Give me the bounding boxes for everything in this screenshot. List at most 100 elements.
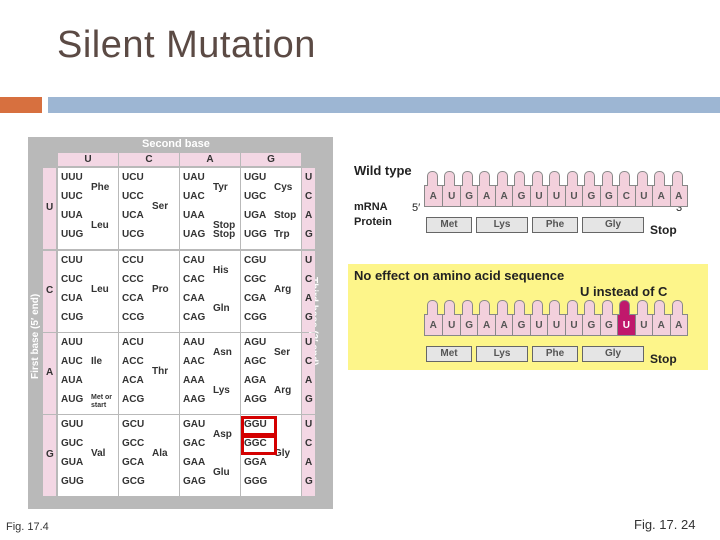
codon-uca: UCA: [122, 210, 144, 221]
codon-auc: AUC: [61, 356, 83, 367]
amino-acid-stop: Stop: [213, 219, 236, 231]
nucleotide-u: U: [442, 315, 459, 335]
protein-label: Protein: [354, 216, 392, 228]
amino-acid-gln: Gln: [213, 302, 230, 314]
amino-acid-trp: Trp: [274, 229, 290, 240]
nucleotide-tooth: [514, 300, 526, 315]
codon-ggc: GGC: [244, 438, 267, 449]
third-base-c: C: [305, 191, 313, 202]
codon-cell: [180, 251, 240, 332]
codon-cau: CAU: [183, 255, 205, 266]
second-base-label: Second base: [142, 138, 210, 150]
first-base-cell: [43, 168, 56, 249]
third-base-a: A: [305, 457, 313, 468]
nucleotide-tooth: [566, 171, 578, 186]
amino-acid-leu: Leu: [91, 219, 109, 231]
mutant-heading: No effect on amino acid sequence: [354, 268, 565, 283]
nucleotide-u: U: [634, 186, 652, 206]
accent-bar-orange: [0, 97, 42, 113]
codon-cell: [119, 415, 179, 496]
third-base-g: G: [305, 394, 313, 405]
codon-ugu: UGU: [244, 172, 267, 183]
codon-agg: AGG: [244, 394, 267, 405]
codon-aug: AUG: [61, 394, 84, 405]
nucleotide-a: A: [652, 186, 669, 206]
nucleotide-u: U: [547, 186, 564, 206]
codon-gag: GAG: [183, 476, 206, 487]
nucleotide-a: A: [494, 186, 512, 206]
amino-acid-ile: Ile: [91, 356, 103, 367]
nucleotide-u: U: [564, 186, 582, 206]
codon-guc: GUC: [61, 438, 84, 449]
codon-cgc: CGC: [244, 274, 267, 285]
nucleotide-tooth: [671, 171, 683, 186]
nucleotide-g: G: [599, 315, 617, 335]
codon-cga: CGA: [244, 293, 267, 304]
third-base-u: U: [305, 337, 313, 348]
codon-ucc: UCC: [122, 191, 144, 202]
stop-label: Stop: [650, 223, 677, 237]
nucleotide-a: A: [477, 186, 494, 206]
amino-acid-glu: Glu: [213, 466, 230, 478]
nucleotide-tooth: [636, 171, 648, 186]
codon-uuc: UUC: [61, 191, 83, 202]
amino-acid-lys: Lys: [213, 384, 230, 396]
amino-acid-his: His: [213, 264, 229, 276]
codon-cgu: CGU: [244, 255, 267, 266]
third-base-c: C: [305, 356, 313, 367]
nucleotide-a: A: [494, 315, 512, 335]
amino-acid-cys: Cys: [274, 181, 293, 193]
first-base-cell: [43, 415, 56, 496]
nucleotide-g: G: [582, 315, 599, 335]
nucleotide-tooth: [549, 171, 561, 186]
codon-agu: AGU: [244, 337, 267, 348]
codon-agc: AGC: [244, 356, 267, 367]
nucleotide-a: A: [429, 191, 437, 202]
codon-acc: ACC: [122, 356, 144, 367]
amino-acid-thr: Thr: [152, 365, 169, 377]
codon-ucg: UCG: [122, 229, 145, 240]
first-base-u: U: [46, 202, 54, 213]
codon-cell: [58, 333, 118, 414]
codon-guu: GUU: [61, 419, 84, 430]
nucleotide-g: G: [459, 186, 477, 206]
codon-uaa: UAA: [183, 210, 205, 221]
third-base-a: A: [305, 210, 313, 221]
nucleotide-a: A: [477, 315, 494, 335]
nucleotide-g: G: [512, 315, 529, 335]
third-base-u: U: [305, 255, 313, 266]
third-base-c: C: [305, 438, 313, 449]
protein-residue-phe: Phe: [532, 346, 578, 362]
codon-cgg: CGG: [244, 312, 267, 323]
third-base-a: A: [305, 293, 313, 304]
accent-bar-blue: [48, 97, 720, 113]
mutant-panel: No effect on amino acid sequence U inste…: [348, 264, 708, 370]
codon-acu: ACU: [122, 337, 144, 348]
nucleotide-g: G: [459, 315, 477, 335]
nucleotide-u: U: [564, 315, 582, 335]
codon-cell: [180, 333, 240, 414]
nucleotide-tooth: [427, 171, 438, 186]
amino-acid-arg: Arg: [274, 384, 292, 396]
codon-gau: GAU: [183, 419, 206, 430]
nucleotide-tooth: [496, 300, 508, 315]
codon-ugc: UGC: [244, 191, 267, 202]
codon-gca: GCA: [122, 457, 145, 468]
amino-acid-gly: Gly: [274, 447, 291, 459]
third-base-cell: [302, 168, 315, 249]
three-prime-label: 3′: [676, 202, 685, 214]
first-base-label: First base (5′ end): [30, 293, 41, 379]
nucleotide-tooth: [479, 300, 491, 315]
codon-table: Second base U C A G First base (5′ end) …: [28, 137, 333, 509]
amino-acid-arg: Arg: [274, 283, 292, 295]
codon-ugg: UGG: [244, 229, 267, 240]
amino-acid-val: Val: [91, 447, 106, 459]
amino-acid-asn: Asn: [213, 346, 232, 358]
third-base-g: G: [305, 229, 313, 240]
protein-residue-met: Met: [426, 217, 472, 233]
mrna-label: mRNA: [354, 201, 388, 213]
right-caption: Fig. 17. 24: [634, 517, 696, 532]
nucleotide-tooth: [531, 171, 543, 186]
